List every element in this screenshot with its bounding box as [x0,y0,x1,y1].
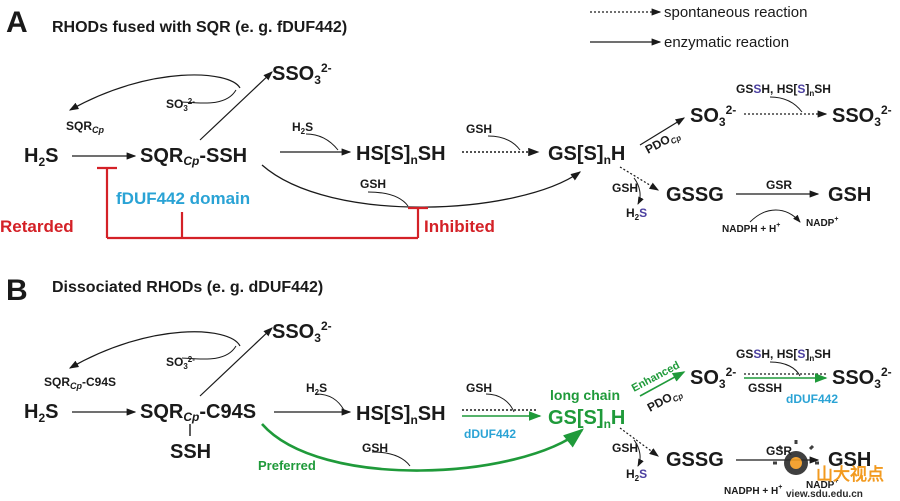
b-gsh-final: GSH [828,449,871,471]
b-sso3-right: SSO32- [832,365,892,391]
b-h2s: H2S [24,401,58,425]
b-nadp: NADP+ [806,478,838,491]
b-so3-right: SO32- [690,365,736,391]
b-sso3: SSO32- [272,319,332,345]
b-hs-s-sh: HS[S]nSH [356,403,446,427]
a-retarded: Retarded [0,217,74,236]
b-gs-s-h: GS[S]nH [548,407,625,431]
b-gsh-mid: GSH [466,381,492,395]
b-h2s-lower: H2S [626,467,647,483]
a-inhibition-lines [97,166,428,240]
panel-b-letter: B [6,274,28,307]
a-gsh-curve: GSH [360,177,386,191]
legend-spontaneous-label: spontaneous reaction [664,4,807,21]
panel-a-letter: A [6,6,28,39]
a-h2s-small: H2S [292,120,313,136]
b-gssh-lower: GSSH [748,381,782,395]
b-preferred: Preferred [258,458,316,473]
legend-enzymatic-label: enzymatic reaction [664,34,789,51]
panel-a-title: RHODs fused with SQR (e. g. fDUF442) [52,19,347,36]
b-nadph: NADPH + H+ [724,484,782,497]
b-gssg: GSSG [666,449,724,471]
a-gsh-final: GSH [828,184,871,206]
a-hs-s-sh: HS[S]nSH [356,143,446,167]
b-h2s-small: H2S [306,381,327,397]
b-sqr-c94s: SQRCp-C94S [140,401,256,424]
b-dduf-right: dDUF442 [786,392,838,406]
b-gsh-left: GSH [612,441,638,455]
a-gsh-left: GSH [612,181,638,195]
a-gsh-mid: GSH [466,122,492,136]
b-gsr: GSR [766,444,792,458]
a-h2s-lower: H2S [626,206,647,222]
a-sqr-ssh: SQRCp-SSH [140,145,247,168]
a-nadph: NADPH + H+ [722,222,780,235]
a-sso3: SSO32- [272,61,332,87]
b-gsh-curve: GSH [362,441,388,455]
a-gs-s-h: GS[S]nH [548,143,625,167]
a-sso3-right: SSO32- [832,103,892,129]
panel-b-title: Dissociated RHODs (e. g. dDUF442) [52,279,323,296]
a-pdo: PDOCp [643,127,683,158]
b-ssh: SSH [170,441,211,463]
b-dduf-mid: dDUF442 [464,427,516,441]
b-gssh-label: GSSH, HS[S]nSH [736,347,831,363]
a-gssh-label: GSSH, HS[S]nSH [736,82,831,98]
a-so3-right: SO32- [690,103,736,129]
a-sqr-cp: SQRCp [66,119,105,135]
watermark-logo [773,440,819,475]
a-h2s: H2S [24,145,58,169]
a-nadp: NADP+ [806,216,838,229]
a-gssg: GSSG [666,184,724,206]
watermark-text: 山大视点 [816,464,884,485]
b-sqr-c94s-small: SQRCp-C94S [44,375,116,391]
a-gsr: GSR [766,178,792,192]
a-inhibited: Inhibited [424,217,495,236]
watermark-url: view.sdu.edu.cn [786,489,863,500]
a-so3-small: SO32- [166,97,195,113]
a-domain: fDUF442 domain [116,189,250,208]
b-long-chain: long chain [550,387,620,403]
b-so3-small: SO32- [166,355,195,371]
